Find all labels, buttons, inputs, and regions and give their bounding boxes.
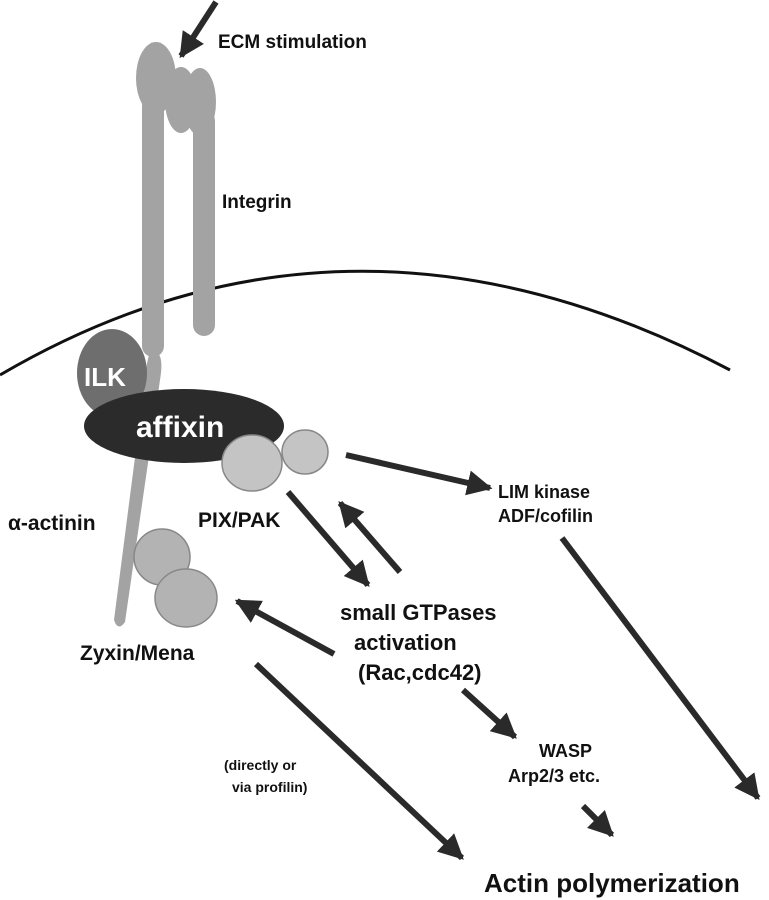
wasp-label: WASP (539, 741, 592, 761)
gtpase-to-pix-arrow (337, 501, 403, 574)
integrin-receptor (136, 42, 216, 357)
cell-membrane (0, 269, 731, 377)
integrin-label: Integrin (222, 192, 292, 213)
zyxin-mena-complex (133, 528, 218, 628)
adf-cofilin-label: ADF/cofilin (498, 506, 593, 526)
pix-pak-label: PIX/PAK (198, 509, 280, 532)
pix-to-gtpase-arrow (285, 490, 371, 587)
lim-to-actin-arrow (559, 536, 761, 801)
gtpase-to-zyxin-arrow (234, 598, 336, 657)
actin-polymerization-label: Actin polymerization (484, 868, 740, 898)
arp23-label: Arp2/3 etc. (508, 766, 600, 786)
small-gtpases-label: small GTPases (340, 600, 497, 625)
lim-kinase-label: LIM kinase (498, 482, 590, 502)
zyxin-mena-label: Zyxin/Mena (80, 642, 195, 665)
alpha-actinin-label: α-actinin (8, 512, 96, 535)
pathway-arrows (178, 0, 761, 861)
rac-cdc42-label: (Rac,cdc42) (358, 660, 482, 685)
pix-to-lim-arrow (345, 452, 493, 496)
ecm-stimulation-label: ECM stimulation (218, 32, 367, 53)
activation-label: activation (354, 630, 457, 655)
gtpase-to-wasp-arrow (460, 687, 518, 740)
zyxin-to-actin-arrow (253, 661, 465, 861)
wasp-to-actin-arrow (580, 803, 615, 838)
via-profilin-label: via profilin) (232, 779, 307, 795)
ilk-label: ILK (84, 362, 126, 392)
pix-pak-complex (221, 429, 329, 492)
ecm-arrow (178, 0, 219, 59)
directly-or-label: (directly or (224, 757, 297, 773)
affixin-label: affixin (136, 411, 224, 444)
